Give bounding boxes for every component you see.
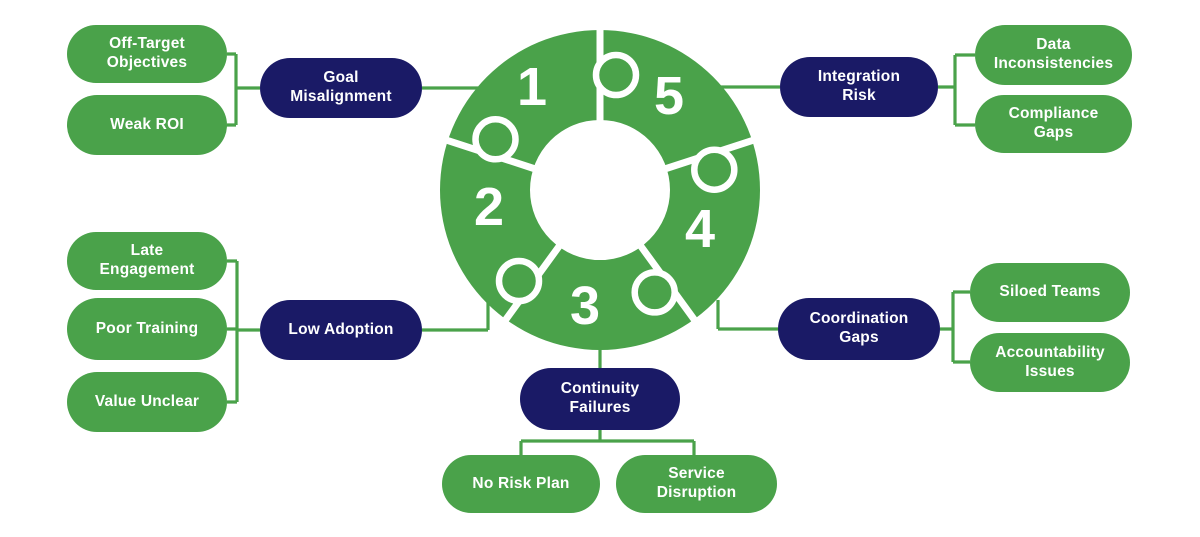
node-low-adoption: Low Adoption — [260, 300, 422, 360]
node-poor-training: Poor Training — [67, 298, 227, 360]
node-label: Continuity Failures — [560, 380, 640, 416]
node-service-disruption: Service Disruption — [616, 455, 777, 513]
node-label: Late Engagement — [99, 242, 195, 278]
connector-coordination-gaps — [716, 290, 970, 364]
segment-number-2: 2 — [474, 177, 504, 237]
node-label: Data Inconsistencies — [993, 36, 1114, 72]
segment-number-3: 3 — [570, 276, 600, 336]
segment-number-1: 1 — [517, 57, 547, 117]
node-continuity-failures: Continuity Failures — [520, 368, 680, 430]
puzzle-knob-right — [691, 146, 738, 193]
node-label: Low Adoption — [288, 320, 394, 338]
puzzle-knob-bottom-right — [631, 269, 678, 316]
puzzle-knob-left — [472, 116, 519, 163]
puzzle-knobs — [472, 51, 738, 316]
segment-numbers: 1 2 3 4 5 — [474, 57, 715, 336]
connector-goal-misalignment — [227, 52, 478, 127]
node-integration-risk: Integration Risk — [780, 57, 938, 117]
node-accountability-issues: Accountability Issues — [970, 333, 1130, 392]
node-label: Compliance Gaps — [1008, 105, 1099, 141]
node-label: Accountability Issues — [995, 343, 1105, 380]
node-label: Coordination Gaps — [809, 310, 909, 346]
node-label: Siloed Teams — [999, 283, 1101, 301]
connector-lines — [227, 52, 975, 455]
node-value-unclear: Value Unclear — [67, 372, 227, 432]
node-no-risk-plan: No Risk Plan — [442, 455, 600, 513]
segment-number-5: 5 — [654, 66, 684, 126]
node-label: No Risk Plan — [472, 474, 570, 492]
node-label: Goal Misalignment — [290, 69, 392, 105]
connector-integration-risk — [716, 53, 975, 127]
node-label: Value Unclear — [94, 392, 200, 410]
node-siloed-teams: Siloed Teams — [970, 263, 1130, 322]
node-label: Integration Risk — [817, 68, 901, 104]
puzzle-knob-bottom-left — [495, 257, 543, 305]
node-compliance-gaps: Compliance Gaps — [975, 95, 1132, 153]
node-label: Weak ROI — [110, 115, 184, 133]
node-label: Poor Training — [95, 319, 199, 337]
node-data-inconsistencies: Data Inconsistencies — [975, 25, 1132, 85]
node-weak-roi: Weak ROI — [67, 95, 227, 155]
node-label: Off-Target Objectives — [106, 35, 188, 71]
connector-continuity-failures — [519, 344, 696, 455]
node-label: Service Disruption — [656, 465, 737, 501]
node-late-engagement: Late Engagement — [67, 232, 227, 290]
node-goal-misalignment: Goal Misalignment — [260, 58, 422, 118]
connector-low-adoption — [227, 259, 490, 404]
puzzle-knob-top — [592, 51, 640, 99]
node-coordination-gaps: Coordination Gaps — [778, 298, 940, 360]
segment-number-4: 4 — [685, 199, 715, 259]
node-off-target-objectives: Off-Target Objectives — [67, 25, 227, 83]
